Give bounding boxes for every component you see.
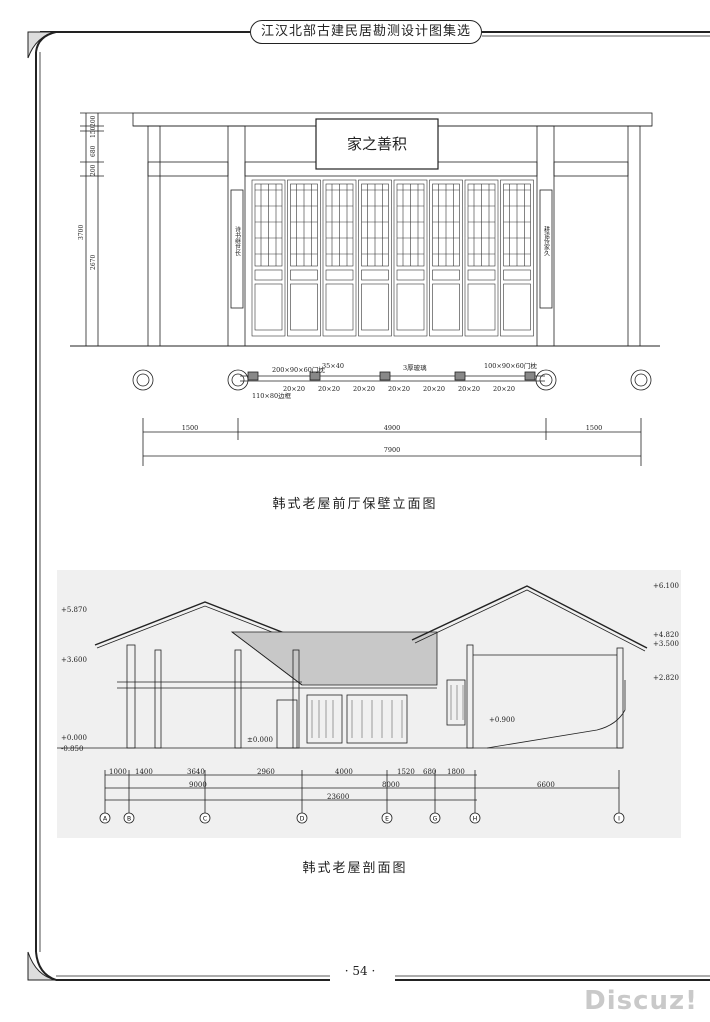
lattice-door-panel <box>322 179 357 337</box>
axis-bubble: D <box>296 812 308 824</box>
couplet-left: 诗书继世长 <box>234 225 241 257</box>
level-mid-0900: +0.900 <box>489 716 515 724</box>
page-number: · 54 · <box>330 964 390 978</box>
dim-9000: 9000 <box>189 781 207 789</box>
bar-size-label: 20×20 <box>388 385 410 393</box>
height-dim-200-top: 200 <box>90 115 97 127</box>
svg-text:D: D <box>300 816 305 823</box>
lattice-door-panel <box>429 179 463 337</box>
front-hall-elevation-drawing: 家之善积 诗书继世长 耕读传家久 200 150 680 200 2670 37… <box>70 112 660 466</box>
note-door-pillow-right: 100×90×60门枕 <box>484 361 537 370</box>
dim-8000: 8000 <box>382 781 400 789</box>
svg-text:B: B <box>127 816 131 823</box>
dim-1400: 1400 <box>135 768 153 776</box>
lattice-door-panel <box>464 179 499 337</box>
bar-size-label: 20×20 <box>423 385 445 393</box>
note-glass: 3厚玻璃 <box>403 363 427 372</box>
dim-4000: 4000 <box>335 768 353 776</box>
watermark-logo: Discuz! <box>584 986 698 1016</box>
lattice-door-panel <box>500 179 534 337</box>
dim-6600: 6600 <box>537 781 555 789</box>
level-left-5870: +5.870 <box>61 606 87 614</box>
section-caption: 韩式老屋剖面图 <box>302 861 408 876</box>
couplet-right: 耕读传家久 <box>543 225 550 257</box>
book-title: 江汉北部古建民居勘测设计图集选 <box>250 20 482 44</box>
svg-text:E: E <box>385 816 389 823</box>
bar-size-label: 20×20 <box>353 385 375 393</box>
note-35x40: 35×40 <box>322 362 344 370</box>
level-right-4820: +4.820 <box>653 631 679 639</box>
axis-bubble: G <box>429 812 441 824</box>
lattice-door-panel <box>251 179 286 337</box>
dim-680: 680 <box>423 768 436 776</box>
dim-1520: 1520 <box>397 768 415 776</box>
height-dim-680: 680 <box>90 145 97 157</box>
axis-bubble: H <box>469 812 481 824</box>
level-floor: ±0.000 <box>247 736 273 744</box>
bar-size-label: 20×20 <box>458 385 480 393</box>
dim-1500-left: 1500 <box>182 424 199 432</box>
height-dim-2670: 2670 <box>90 255 97 270</box>
level-right-2820: +2.820 <box>653 674 679 682</box>
axis-bubble: A <box>99 812 111 824</box>
dim-2960: 2960 <box>257 768 275 776</box>
bar-size-label: 20×20 <box>318 385 340 393</box>
dim-3640: 3640 <box>187 768 205 776</box>
axis-bubble: C <box>199 812 211 824</box>
level-right-6100: +6.100 <box>653 582 679 590</box>
svg-text:I: I <box>618 816 620 823</box>
level-right-3500: +3.500 <box>653 640 679 648</box>
lattice-door-panel <box>358 179 392 337</box>
note-door-pillow-left: 200×90×60门枕 <box>272 365 325 374</box>
bar-size-label: 20×20 <box>283 385 305 393</box>
plaque-text: 家之善积 <box>347 135 407 153</box>
axis-bubble: I <box>613 812 625 824</box>
house-section-drawing: +5.870 +3.600 +0.000 -0.850 +6.100 +4.82… <box>57 582 679 824</box>
dim-7900-total: 7900 <box>384 446 401 454</box>
level-left-0000: +0.000 <box>61 734 87 742</box>
height-dim-200: 200 <box>90 164 97 176</box>
dim-1800: 1800 <box>447 768 465 776</box>
svg-text:C: C <box>203 816 207 823</box>
dim-4900: 4900 <box>384 424 401 432</box>
height-dim-150: 150 <box>90 126 97 138</box>
level-left-0850: -0.850 <box>61 745 83 753</box>
note-frame: 110×80边框 <box>252 391 292 400</box>
axis-bubble: B <box>123 812 135 824</box>
dim-1500-right: 1500 <box>586 424 603 432</box>
svg-text:H: H <box>473 816 478 823</box>
svg-text:A: A <box>103 816 108 823</box>
height-dim-3700: 3700 <box>78 225 85 240</box>
level-left-3600: +3.600 <box>61 656 87 664</box>
dim-1000: 1000 <box>109 768 127 776</box>
lattice-door-panel <box>287 179 321 337</box>
axis-bubble: E <box>381 812 393 824</box>
svg-text:G: G <box>433 816 438 823</box>
bar-size-label: 20×20 <box>493 385 515 393</box>
elevation-caption: 韩式老屋前厅保壁立面图 <box>272 497 438 512</box>
lattice-door-panel <box>393 179 428 337</box>
dim-23600: 23600 <box>327 793 349 801</box>
